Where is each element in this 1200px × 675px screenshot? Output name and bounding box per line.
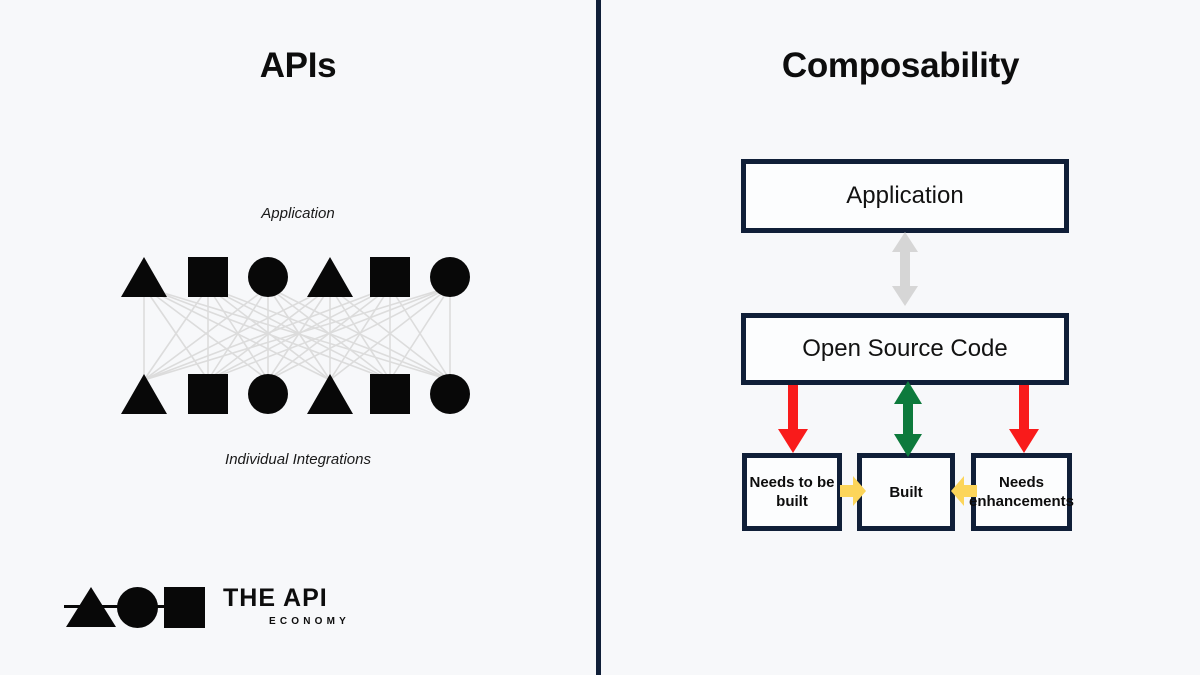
needs-enhancements-box[interactable]: Needs enhancements (969, 453, 1074, 531)
logo-triangle-icon (66, 587, 116, 627)
square-icon (188, 374, 228, 414)
logo-title: THE API (223, 584, 328, 612)
logo-wordmark: THE API ECONOMY (223, 584, 393, 627)
application-label: Application (261, 205, 335, 222)
needs-to-be-built-box[interactable]: Needs to be built (742, 453, 842, 531)
bidirectional-arrow-gray-icon (892, 232, 918, 306)
composability-panel-title: Composability (781, 46, 1020, 85)
arrow-right-yellow-icon (840, 476, 866, 506)
logo-subtitle: ECONOMY (268, 616, 351, 627)
built-box[interactable]: Built (857, 453, 955, 531)
triangle-icon (121, 374, 167, 414)
application-box[interactable]: Application (741, 159, 1069, 233)
circle-icon (248, 257, 288, 297)
application-shape-row (118, 255, 470, 303)
arrow-down-red-icon (778, 385, 808, 453)
arrow-down-red-icon (1009, 385, 1039, 453)
circle-icon (430, 374, 470, 414)
integrations-shape-row (118, 372, 470, 420)
bidirectional-arrow-green-icon (894, 381, 922, 457)
composability-panel: Composability (601, 0, 1200, 675)
logo-marks (60, 575, 205, 637)
integration-mesh (118, 252, 468, 417)
apis-panel-title: APIs (259, 46, 337, 85)
circle-icon (248, 374, 288, 414)
square-icon (370, 374, 410, 414)
triangle-icon (307, 374, 353, 414)
apis-panel: APIs Application (0, 0, 596, 675)
square-icon (188, 257, 228, 297)
open-source-code-box[interactable]: Open Source Code (741, 313, 1069, 385)
circle-icon (430, 257, 470, 297)
triangle-icon (121, 257, 167, 297)
logo-circle-icon (117, 587, 158, 628)
triangle-icon (307, 257, 353, 297)
arrow-left-yellow-icon (951, 476, 977, 506)
mesh-lines-svg (143, 286, 451, 381)
square-icon (370, 257, 410, 297)
panel-divider (596, 0, 601, 675)
brand-logo: THE API ECONOMY (60, 575, 360, 637)
individual-integrations-label: Individual Integrations (225, 451, 371, 468)
logo-square-icon (164, 587, 205, 628)
